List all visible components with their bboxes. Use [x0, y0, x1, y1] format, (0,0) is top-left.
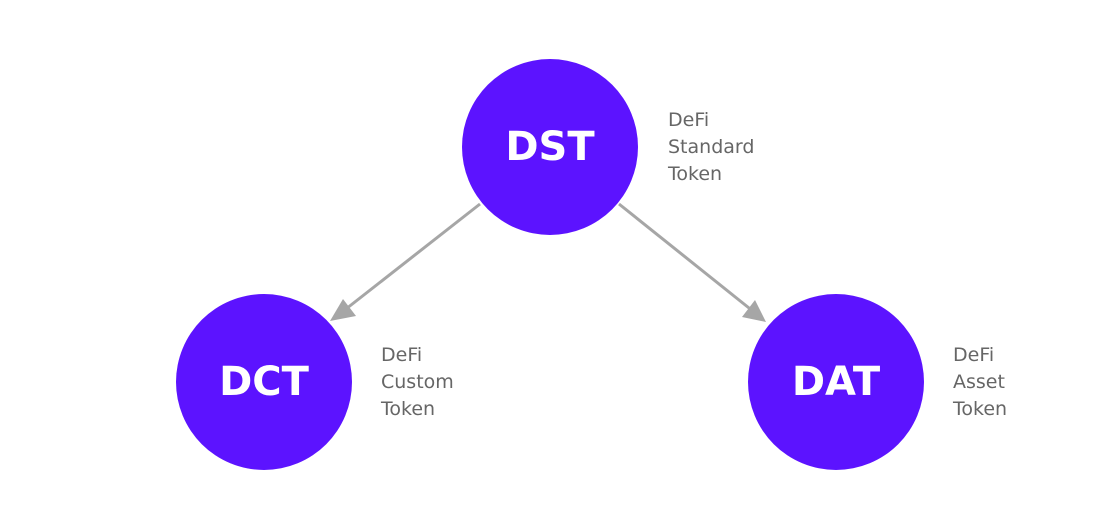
- desc-line: Asset: [953, 371, 1005, 393]
- desc-line: DeFi: [381, 344, 423, 366]
- arrowhead-dct: [330, 299, 356, 321]
- node-dct-label: DCT: [219, 359, 309, 405]
- arrow-dst-to-dct: [336, 202, 481, 318]
- arrowhead-dat: [742, 300, 766, 322]
- arrow-dst-to-dat: [618, 202, 760, 318]
- desc-line: DeFi: [668, 109, 710, 131]
- desc-line: Standard: [668, 136, 755, 158]
- node-dat-description: DeFi Asset Token: [953, 342, 1007, 423]
- desc-line: Token: [381, 398, 436, 420]
- desc-line: Token: [953, 398, 1008, 420]
- node-dat-label: DAT: [791, 359, 881, 405]
- node-dst-description: DeFi Standard Token: [668, 107, 754, 188]
- node-dat: DAT: [748, 294, 924, 470]
- node-dst-label: DST: [505, 124, 595, 170]
- desc-line: Token: [668, 163, 723, 185]
- node-dst: DST: [462, 59, 638, 235]
- desc-line: Custom: [381, 371, 454, 393]
- node-dct-description: DeFi Custom Token: [381, 342, 454, 423]
- desc-line: DeFi: [953, 344, 995, 366]
- node-dct: DCT: [176, 294, 352, 470]
